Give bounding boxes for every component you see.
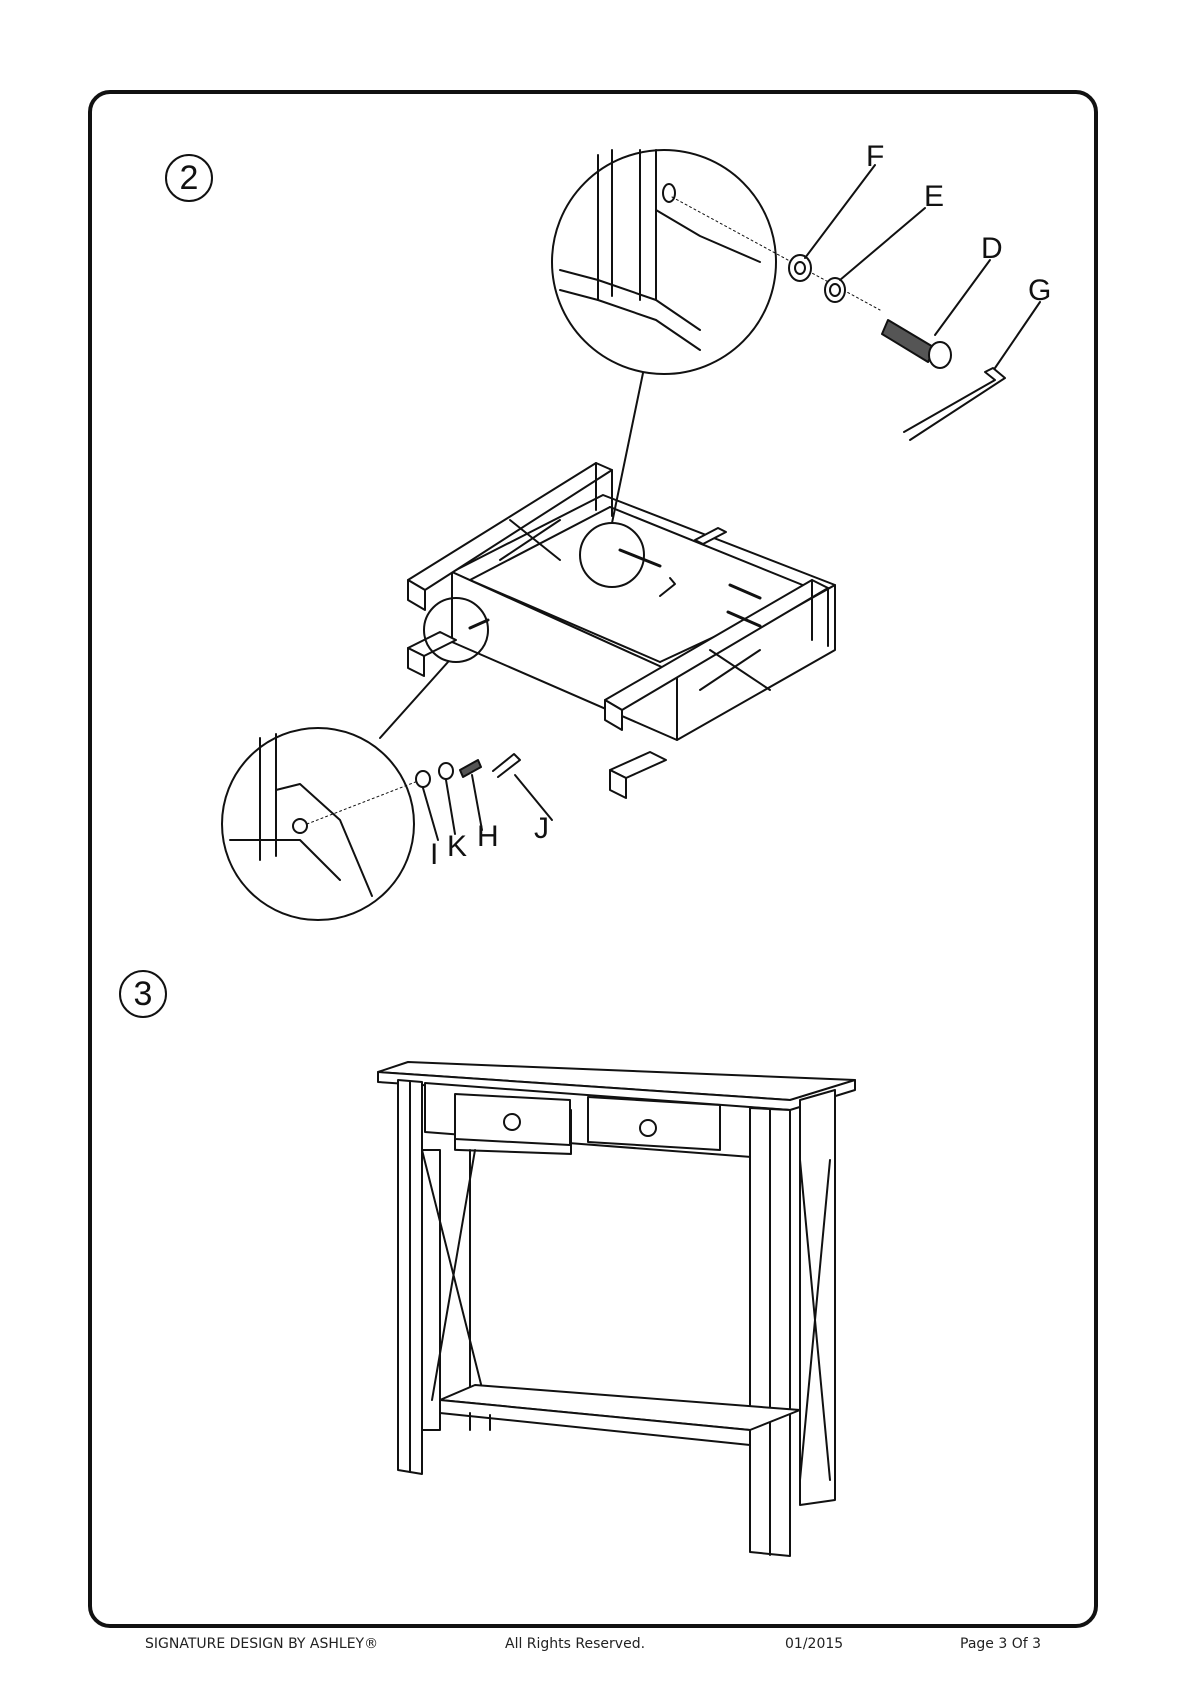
page-frame (88, 90, 1098, 1628)
step-3-number: 3 (119, 970, 167, 1018)
part-label-j: J (534, 812, 549, 845)
part-label-f: F (866, 140, 885, 173)
footer-date: 01/2015 (785, 1636, 844, 1652)
part-label-k: K (447, 830, 468, 863)
part-label-i: I (430, 838, 439, 871)
step-2-number: 2 (165, 154, 213, 202)
footer-rights: All Rights Reserved. (505, 1636, 646, 1652)
part-label-h: H (477, 820, 499, 853)
assembled-console-table (377, 1061, 856, 1557)
hardware-set-top (788, 164, 1041, 441)
zoom-detail-bottom (221, 661, 553, 921)
part-label-e: E (924, 180, 945, 213)
inverted-table-frame (407, 462, 836, 799)
part-label-g: G (1028, 274, 1052, 307)
part-label-d: D (981, 232, 1003, 265)
footer-brand: SIGNATURE DESIGN BY ASHLEY® (145, 1636, 379, 1652)
footer-page-number: Page 3 Of 3 (960, 1636, 1042, 1652)
